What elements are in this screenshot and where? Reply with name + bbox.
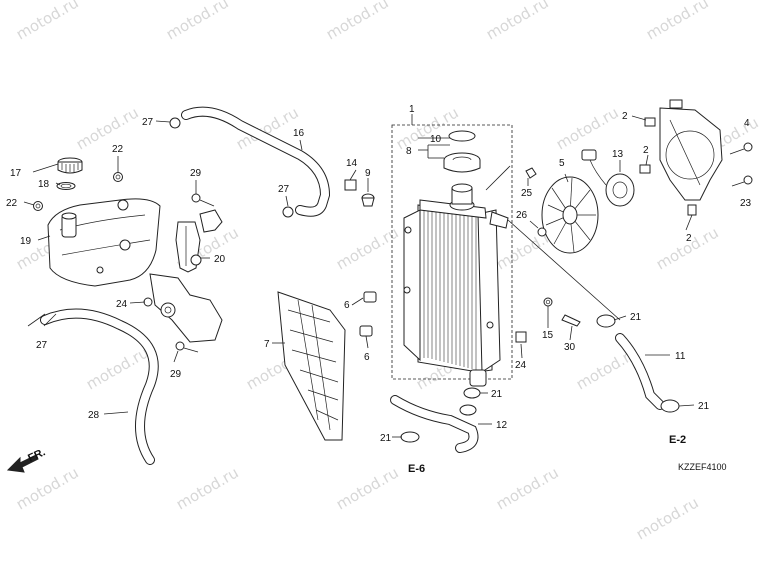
reference-e6: E-6 <box>408 463 425 475</box>
callout-12: 12 <box>496 420 508 431</box>
watermark: motod.ru <box>73 103 142 153</box>
bolt-23 <box>743 175 753 185</box>
callout-30: 30 <box>564 342 576 353</box>
callout-2: 2 <box>686 233 692 244</box>
callout-22: 22 <box>6 198 18 209</box>
callout-24: 24 <box>116 299 128 310</box>
callout-26: 26 <box>516 210 528 221</box>
callout-14: 14 <box>346 158 358 169</box>
callout-24: 24 <box>515 360 527 371</box>
watermark: motod.ru <box>83 343 152 393</box>
watermark: motod.ru <box>393 103 462 153</box>
callout-21: 21 <box>630 312 642 323</box>
callout-25: 25 <box>521 188 533 199</box>
front-arrow-label: FR. <box>26 446 47 464</box>
callout-29: 29 <box>170 369 182 380</box>
grommet-6 <box>359 325 373 337</box>
front-arrow-icon <box>6 454 39 473</box>
watermark: motod.ru <box>333 223 402 273</box>
reference-e2: E-2 <box>669 434 686 446</box>
watermark: motod.ru <box>163 0 232 43</box>
fan-shroud-bracket <box>639 99 723 216</box>
bolt-4 <box>743 142 753 152</box>
seal-ring-10 <box>448 130 476 142</box>
front-arrow: FR. <box>6 446 47 473</box>
callout-4: 4 <box>744 118 750 129</box>
watermark: motod.ru <box>643 0 712 43</box>
callout-13: 13 <box>612 149 624 160</box>
callout-21: 21 <box>491 389 503 400</box>
callout-6: 6 <box>344 300 350 311</box>
watermark: motod.ru <box>633 493 702 543</box>
callout-6: 6 <box>364 352 370 363</box>
washer-26 <box>537 227 547 237</box>
radiator-assembly-box <box>391 124 513 380</box>
watermark: motod.ru <box>483 0 552 43</box>
callout-5: 5 <box>559 158 565 169</box>
nut-25 <box>525 167 537 179</box>
callout-1: 1 <box>409 104 415 115</box>
callout-27: 27 <box>36 340 48 351</box>
bolt-30 <box>561 314 581 327</box>
callout-labels: 1 2 2 2 4 5 6 6 7 8 9 10 11 12 13 14 15 … <box>6 104 752 444</box>
watermark: motod.ru <box>653 223 722 273</box>
callout-19: 19 <box>20 236 32 247</box>
callout-11: 11 <box>675 351 686 362</box>
callout-7: 7 <box>264 339 270 350</box>
diagram-code: KZZEF4100 <box>678 462 727 472</box>
callout-18: 18 <box>38 179 50 190</box>
callout-15: 15 <box>542 330 554 341</box>
callout-22: 22 <box>112 144 124 155</box>
callout-8: 8 <box>406 146 412 157</box>
watermark: motod.ru <box>553 103 622 153</box>
clamp-21 <box>596 314 616 328</box>
washer-15 <box>543 297 553 307</box>
clamp-21 <box>400 431 420 443</box>
callout-29: 29 <box>190 168 202 179</box>
callout-16: 16 <box>293 128 305 139</box>
radiator-shroud <box>277 291 346 441</box>
callout-17: 17 <box>10 168 22 179</box>
reserve-tank-group <box>33 157 223 353</box>
watermark: motod.ru <box>323 0 392 43</box>
watermark: motod.ru <box>493 463 562 513</box>
clamp-21 <box>463 387 481 399</box>
callout-27: 27 <box>278 184 290 195</box>
clip-24 <box>515 331 527 343</box>
watermark: motod.ru <box>333 463 402 513</box>
callout-2: 2 <box>643 145 649 156</box>
callout-20: 20 <box>214 254 226 265</box>
callout-23: 23 <box>740 198 752 209</box>
leader-lines <box>23 114 695 438</box>
fitting-14 <box>344 179 357 191</box>
fan-motor <box>581 149 635 207</box>
watermark: motod.ru <box>173 463 242 513</box>
callout-21: 21 <box>698 401 710 412</box>
cooling-fan <box>541 176 599 254</box>
watermark: motod.ru <box>13 0 82 43</box>
clamp-21 <box>660 399 680 413</box>
callout-10: 10 <box>430 134 442 145</box>
callout-28: 28 <box>88 410 100 421</box>
callout-27: 27 <box>142 117 154 128</box>
grommet-6 <box>363 291 377 303</box>
callout-2: 2 <box>622 111 628 122</box>
radiator-fins <box>423 210 477 370</box>
callout-21: 21 <box>380 433 392 444</box>
radiator <box>391 124 513 387</box>
clamp-21 <box>459 404 477 416</box>
callout-9: 9 <box>365 168 371 179</box>
